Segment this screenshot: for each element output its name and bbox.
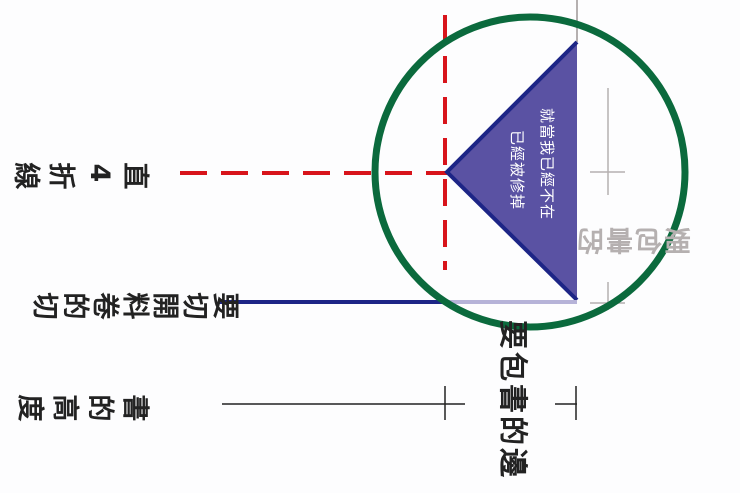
height-dimension <box>222 386 577 420</box>
label-cut-material: 要切開料卷的切 <box>30 287 240 319</box>
highlight-circle <box>371 13 689 331</box>
triangle-outline <box>444 40 579 302</box>
cut-triangle <box>447 42 577 300</box>
triangle-text-line2: 已經被修掉 <box>508 130 526 211</box>
label-straight-fold: 直4折線 <box>6 157 150 189</box>
label-book-edge-faded: 要包書的 <box>575 223 691 255</box>
triangle-text-line1: 就當我已經不在 <box>538 108 556 221</box>
gray-crosshair-top <box>590 88 625 195</box>
label-book-height: 書的高度 <box>10 389 150 421</box>
label-book-edge: 要包書的邊 <box>496 320 530 481</box>
